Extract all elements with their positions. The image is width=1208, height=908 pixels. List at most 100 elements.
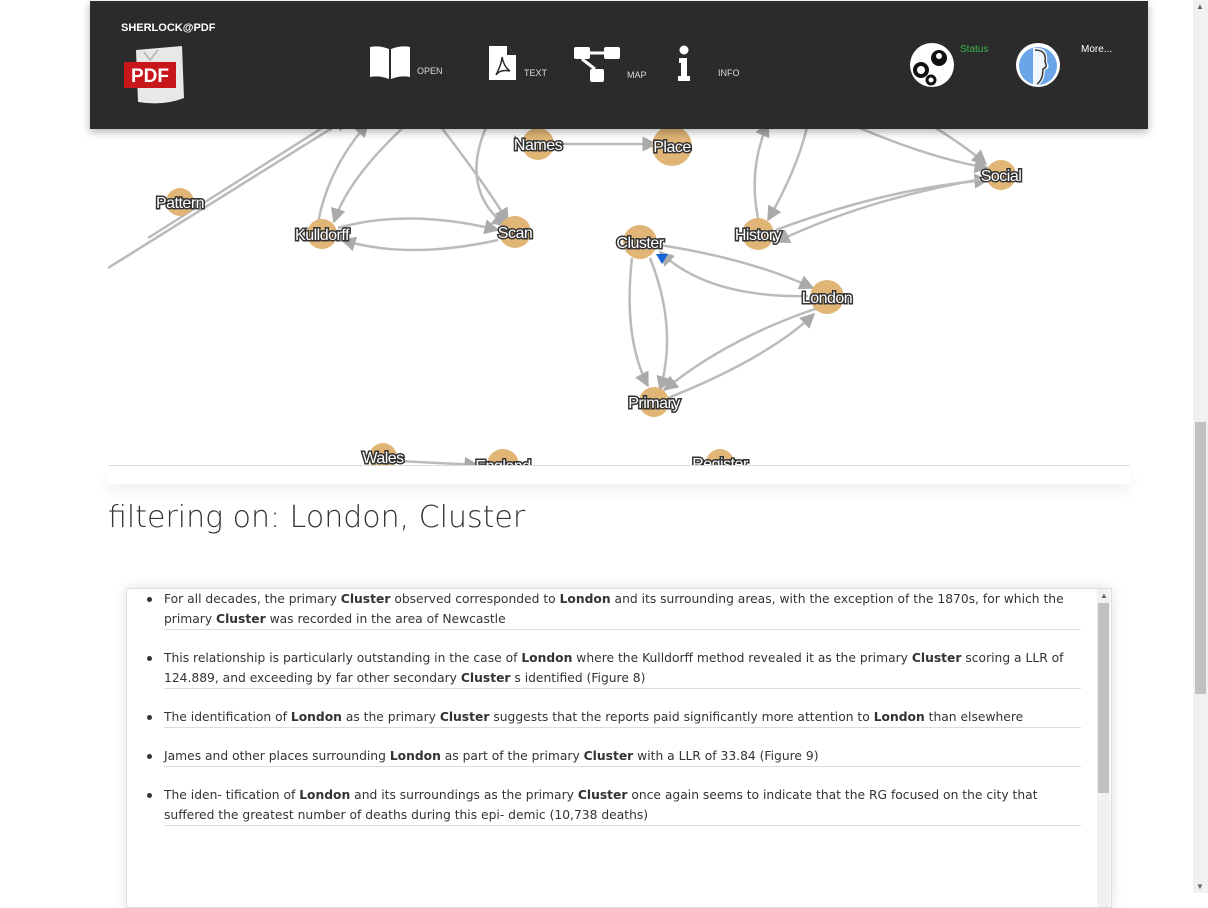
book-icon — [370, 46, 410, 79]
node-circle[interactable] — [166, 188, 194, 216]
more-link[interactable]: More... — [1081, 44, 1113, 55]
page-scrollbar[interactable]: ▲▼ — [1193, 0, 1208, 893]
highlighted-term: Cluster — [911, 651, 962, 665]
result-text: as part of the primary — [440, 749, 584, 763]
graph-edge — [652, 242, 815, 290]
highlighted-term: Cluster — [577, 788, 628, 802]
node-circle[interactable] — [369, 443, 397, 466]
info-button[interactable]: INFO — [676, 45, 740, 81]
graph-node-names[interactable]: Names — [512, 128, 565, 160]
graph-node-primary[interactable]: Primary — [627, 387, 682, 417]
text-button[interactable]: TEXT — [488, 45, 547, 81]
graph-node-social[interactable]: Social — [979, 160, 1023, 190]
result-text: and its surroundings as the primary — [350, 788, 578, 802]
status-link[interactable]: Status — [960, 44, 989, 55]
graph-edge — [766, 128, 809, 222]
graph-node-england[interactable]: England — [474, 449, 533, 466]
results-scroll-thumb[interactable] — [1098, 603, 1109, 793]
brand-title: SHERLOCK@PDF — [121, 22, 216, 34]
graph-edge — [397, 456, 480, 465]
result-text: once again seems to indicate that the RG… — [164, 788, 1038, 822]
page-scroll-thumb[interactable] — [1195, 422, 1206, 694]
pdf-file-icon — [489, 46, 516, 80]
result-text: This relationship is particularly outsta… — [164, 651, 522, 665]
info-label: INFO — [718, 68, 740, 78]
node-label: Cluster — [616, 235, 664, 252]
user-avatar-icon[interactable] — [1015, 42, 1061, 88]
open-button[interactable]: OPEN — [369, 45, 443, 79]
result-text: The identification of — [164, 710, 291, 724]
node-circle[interactable] — [307, 219, 337, 249]
results-scrollbar[interactable]: ▲ — [1097, 589, 1110, 907]
graph-edge — [658, 250, 809, 298]
node-label: Pattern — [156, 195, 204, 212]
map-button[interactable]: MAP — [573, 45, 647, 83]
text-label: TEXT — [524, 68, 548, 78]
graph-footer — [108, 466, 1130, 484]
graph-edge — [856, 128, 990, 174]
status-gears-icon[interactable] — [909, 42, 955, 88]
result-item[interactable]: This relationship is particularly outsta… — [147, 648, 1081, 689]
result-item[interactable]: The iden- tification of London and its s… — [147, 785, 1081, 826]
node-label: Primary — [628, 395, 680, 412]
graph-edge — [667, 312, 816, 400]
node-circle[interactable] — [487, 449, 519, 466]
node-label: Register — [692, 456, 749, 466]
graph-node-register[interactable]: Register — [691, 449, 751, 466]
graph-node-kulldorff[interactable]: Kulldorff — [294, 219, 352, 249]
node-circle[interactable] — [706, 449, 734, 466]
result-text: where the Kulldorff method revealed it a… — [572, 651, 912, 665]
graph-node-history[interactable]: History — [733, 218, 784, 250]
node-label: History — [735, 227, 782, 244]
graph-edge — [316, 128, 369, 224]
node-circle[interactable] — [986, 160, 1016, 190]
graph-edge — [753, 128, 770, 219]
node-circle[interactable] — [499, 216, 531, 248]
info-icon — [678, 45, 690, 81]
node-circle[interactable] — [639, 387, 669, 417]
result-text: The iden- tification of — [164, 788, 300, 802]
graph-node-london[interactable]: London — [800, 280, 854, 314]
result-item[interactable]: For all decades, the primary Cluster obs… — [147, 589, 1081, 630]
node-circle[interactable] — [623, 225, 657, 259]
graph-node-wales[interactable]: Wales — [361, 443, 406, 466]
node-circle[interactable] — [742, 218, 774, 250]
graph-edge — [933, 128, 988, 165]
node-label: Names — [514, 137, 563, 154]
graph-edge — [662, 306, 819, 391]
graph-edge — [475, 128, 508, 227]
sitemap-icon — [574, 47, 620, 82]
highlighted-term: London — [873, 710, 925, 724]
graph-node-place[interactable]: Place — [652, 128, 693, 166]
result-text: than elsewhere — [924, 710, 1024, 724]
highlighted-term: London — [559, 592, 611, 606]
highlighted-term: London — [389, 749, 441, 763]
graph-edge — [330, 128, 405, 224]
result-text: was recorded in the area of Newcastle — [265, 612, 506, 626]
result-text: James and other places surrounding — [164, 749, 390, 763]
graph-edge — [108, 128, 350, 270]
node-circle[interactable] — [522, 128, 554, 160]
svg-text:PDF: PDF — [131, 66, 169, 87]
result-item[interactable]: The identification of London as the prim… — [147, 707, 1081, 728]
highlighted-term: London — [290, 710, 342, 724]
highlighted-term: Cluster — [340, 592, 391, 606]
node-label: Place — [653, 139, 691, 156]
result-item[interactable]: James and other places surrounding Londo… — [147, 746, 1081, 767]
graph-node-scan[interactable]: Scan — [496, 216, 534, 248]
graph-edge — [147, 128, 340, 240]
pdf-logo-icon[interactable]: PDF — [124, 46, 190, 104]
graph-node-cluster[interactable]: Cluster — [615, 225, 667, 259]
highlighted-term: London — [299, 788, 351, 802]
node-label: Scan — [498, 225, 532, 242]
result-text: For all decades, the primary — [164, 592, 341, 606]
highlighted-term: Cluster — [460, 671, 511, 685]
node-circle[interactable] — [810, 280, 844, 314]
node-circle[interactable] — [652, 128, 692, 166]
results-list[interactable]: For all decades, the primary Cluster obs… — [126, 588, 1112, 908]
graph-node-pattern[interactable]: Pattern — [154, 188, 206, 216]
open-label: OPEN — [417, 66, 443, 76]
node-label: Social — [981, 168, 1022, 185]
